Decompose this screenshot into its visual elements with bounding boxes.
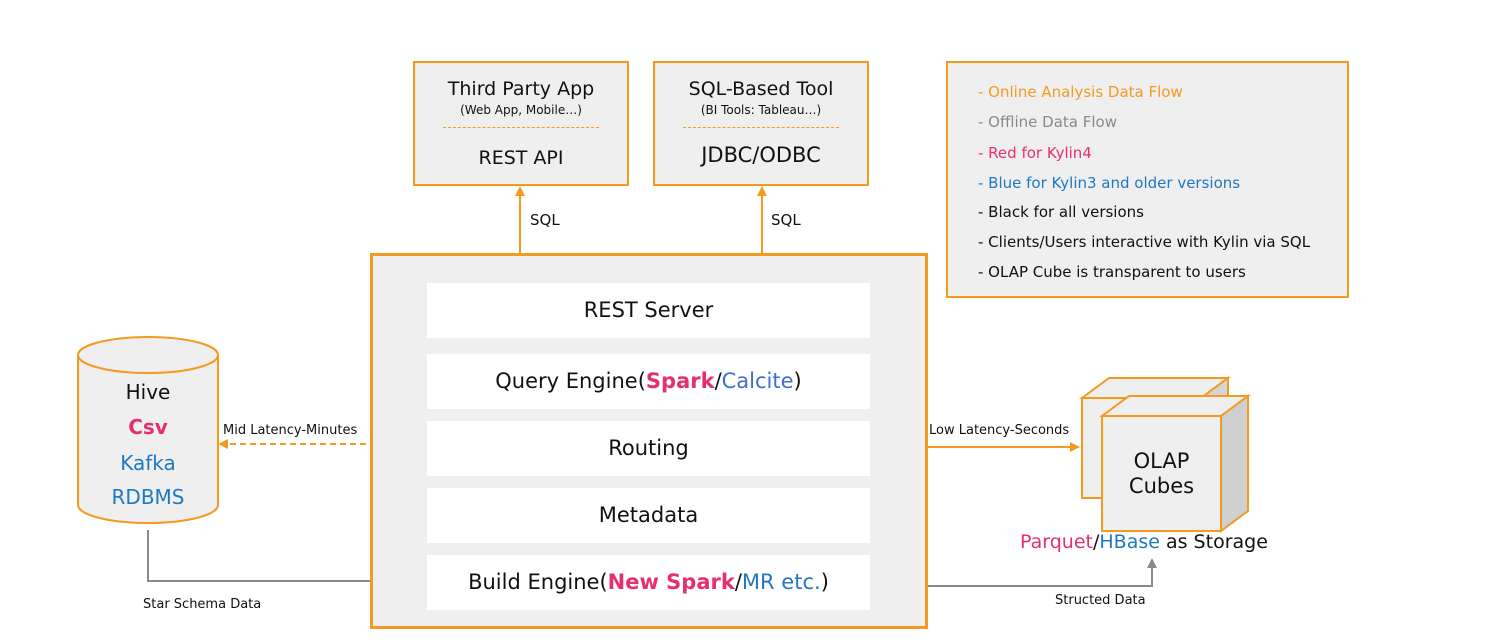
query-engine-spark: Spark (645, 369, 715, 393)
legend-olap: - OLAP Cube is transparent to users (978, 263, 1246, 281)
rest-server-layer: REST Server (427, 283, 870, 338)
olap-cube-label: OLAP Cubes (1102, 449, 1221, 499)
legend-blue: - Blue for Kylin3 and older versions (978, 174, 1241, 192)
structed-data-label: Structed Data (1055, 593, 1146, 608)
sql-tool-subtitle: (BI Tools: Tableau…) (700, 103, 822, 117)
source-csv: Csv (128, 415, 168, 439)
build-engine-new-spark: New Spark (607, 570, 735, 594)
storage-caption: Parquet/HBase as Storage (1020, 531, 1268, 553)
jdbc-odbc-label: JDBC/ODBC (701, 143, 821, 167)
mid-latency-label: Mid Latency-Minutes (223, 423, 358, 438)
star-schema-label: Star Schema Data (143, 597, 262, 612)
legend-offline: - Offline Data Flow (978, 113, 1117, 131)
build-engine-prefix: Build Engine( (468, 570, 608, 594)
build-engine-mr: MR etc. (741, 570, 821, 594)
legend-box (946, 61, 1349, 298)
sql-label-left: SQL (530, 211, 560, 229)
storage-parquet: Parquet (1020, 531, 1093, 553)
query-engine-calcite: Calcite (721, 369, 794, 393)
build-engine-slash: / (734, 570, 742, 594)
routing-layer: Routing (427, 421, 870, 476)
build-engine-suffix: ) (820, 570, 829, 594)
source-kafka: Kafka (120, 451, 176, 475)
source-rdbms: RDBMS (111, 485, 185, 509)
sql-tool-title: SQL-Based Tool (688, 78, 834, 100)
structed-data-arrow (870, 558, 1157, 587)
sql-based-tool-box: SQL-Based Tool (BI Tools: Tableau…) JDBC… (653, 61, 869, 186)
legend-clients: - Clients/Users interactive with Kylin v… (978, 233, 1311, 251)
legend-red: - Red for Kylin4 (978, 144, 1092, 162)
storage-slash: / (1092, 531, 1100, 553)
query-engine-slash: / (714, 369, 722, 393)
third-party-subtitle: (Web App, Mobile…) (460, 103, 582, 117)
data-source-cylinder (77, 336, 219, 524)
olap-cube-line2: Cubes (1128, 474, 1195, 498)
low-latency-label: Low Latency-Seconds (929, 423, 1070, 438)
source-hive: Hive (125, 380, 171, 404)
build-engine-layer: Build Engine(New Spark/MR etc.) (427, 555, 870, 610)
sql-label-right: SQL (771, 211, 801, 229)
legend-online: - Online Analysis Data Flow (978, 83, 1183, 101)
storage-hbase: HBase (1099, 531, 1160, 553)
third-party-app-box: Third Party App (Web App, Mobile…) REST … (413, 61, 629, 186)
legend-black: - Black for all versions (978, 203, 1144, 221)
rest-api-label: REST API (478, 147, 564, 169)
third-party-title: Third Party App (447, 78, 595, 100)
olap-cube-front (1098, 394, 1252, 533)
query-engine-prefix: Query Engine( (495, 369, 646, 393)
storage-suffix: as Storage (1159, 531, 1268, 553)
query-engine-suffix: ) (793, 369, 802, 393)
olap-cube-line1: OLAP (1133, 449, 1190, 473)
metadata-layer: Metadata (427, 488, 870, 543)
third-party-separator (443, 127, 599, 128)
query-engine-layer: Query Engine(Spark/Calcite) (427, 354, 870, 409)
sql-tool-separator (683, 127, 839, 128)
star-schema-arrow (147, 530, 427, 586)
